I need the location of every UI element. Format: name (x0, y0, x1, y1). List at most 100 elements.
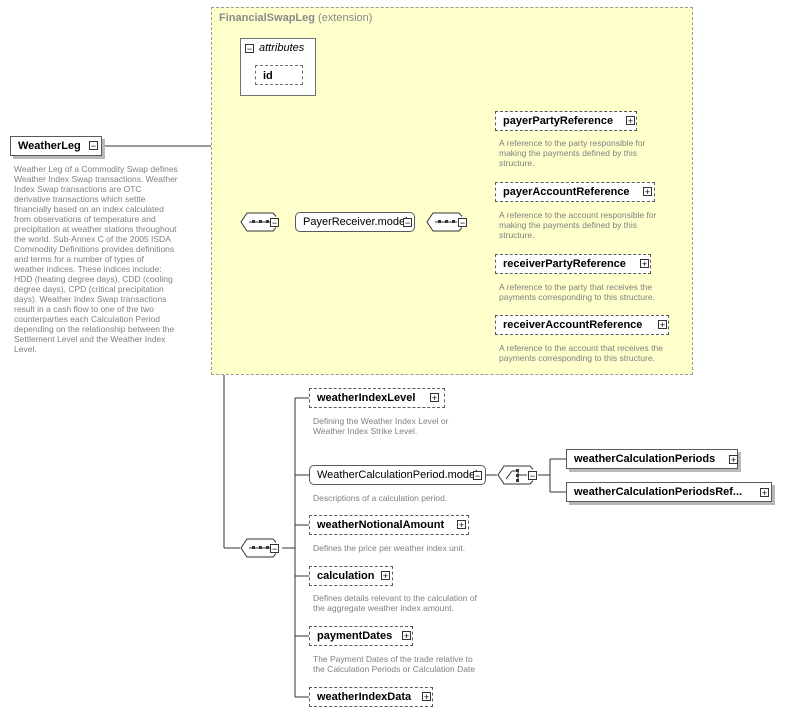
description-line: the world. Sub-Annex C of the 2005 ISDA (14, 234, 171, 244)
description-line: The Payment Dates of the trade relative … (313, 654, 473, 664)
description-line: making the payments defined by this (499, 148, 637, 158)
description-line: payments corresponding to this structure… (499, 353, 655, 363)
element-label: calculation (317, 570, 375, 582)
element-weathercalculationperiodsreference[interactable]: weatherCalculationPeriodsRef... (566, 482, 772, 502)
sequence-collapse-toggle[interactable]: − (270, 218, 279, 228)
extension-label: (extension) (318, 12, 373, 24)
element-description: The Payment Dates of the trade relative … (313, 654, 475, 674)
description-line: the aggregate weather index amount. (313, 603, 454, 613)
choice-compositor-icon[interactable] (497, 465, 533, 485)
element-weathernotionalamount[interactable]: weatherNotionalAmount (309, 515, 469, 535)
element-label: payerAccountReference (503, 186, 630, 198)
element-payerpartyreference[interactable]: payerPartyReference (495, 111, 637, 131)
element-label: payerPartyReference (503, 115, 614, 127)
group-label: WeatherCalculationPeriod.model (317, 469, 478, 481)
expand-toggle[interactable]: + (626, 116, 635, 126)
root-collapse-toggle[interactable]: − (89, 141, 98, 151)
expand-toggle[interactable]: + (381, 571, 390, 581)
element-payeraccountreference[interactable]: payerAccountReference (495, 182, 655, 202)
element-description: Descriptions of a calculation period. (313, 493, 447, 503)
element-calculation[interactable]: calculation (309, 566, 393, 586)
sequence-collapse-toggle[interactable]: − (270, 544, 279, 554)
description-line: A reference to the account responsible f… (499, 210, 657, 220)
description-line: A reference to the party that receives t… (499, 282, 653, 292)
description-line: making the payments defined by this (499, 220, 637, 230)
element-label: weatherCalculationPeriodsRef... (574, 486, 743, 498)
element-receiverpartyreference[interactable]: receiverPartyReference (495, 254, 651, 274)
root-element-weatherleg[interactable]: WeatherLeg (10, 136, 102, 156)
description-line: Weather Index Swap transactions. Weather (14, 174, 178, 184)
attribute-id[interactable]: id (255, 65, 303, 85)
element-label: weatherIndexData (317, 691, 412, 703)
attributes-collapse-toggle[interactable]: − (245, 44, 254, 54)
element-label: weatherIndexLevel (317, 392, 416, 404)
group-collapse-toggle[interactable]: − (403, 218, 412, 228)
description-line: structure. (499, 158, 535, 168)
expand-toggle[interactable]: + (430, 393, 439, 403)
description-line: degree days), CPD (critical precipitatio… (14, 284, 164, 294)
description-line: A reference to the party responsible for (499, 138, 646, 148)
sequence-compositor-icon[interactable] (240, 538, 276, 558)
sequence-compositor-icon[interactable] (426, 212, 462, 232)
description-line: Defining the Weather Index Level or (313, 416, 449, 426)
extension-title: FinancialSwapLeg (extension) (219, 12, 372, 24)
element-label: paymentDates (317, 630, 393, 642)
attributes-title: attributes (259, 42, 305, 54)
expand-toggle[interactable]: + (402, 631, 411, 641)
description-line: Defines details relevant to the calculat… (313, 593, 477, 603)
choice-collapse-toggle[interactable]: − (528, 471, 537, 481)
description-line: from observations of temperature and (14, 214, 156, 224)
element-description: A reference to the account responsible f… (499, 210, 656, 240)
element-label: receiverAccountReference (503, 319, 643, 331)
element-label: weatherCalculationPeriods (574, 453, 716, 465)
element-description: A reference to the account that receives… (499, 343, 663, 363)
description-line: Index Swap transactions are OTC (14, 184, 142, 194)
group-payerreceiver-model[interactable]: PayerReceiver.model (295, 212, 415, 232)
element-weatherindexlevel[interactable]: weatherIndexLevel (309, 388, 445, 408)
group-collapse-toggle[interactable]: − (473, 471, 482, 481)
root-element-label: WeatherLeg (18, 140, 81, 152)
description-line: Level. (14, 344, 37, 354)
element-label: weatherNotionalAmount (317, 519, 445, 531)
element-weathercalculationperiods[interactable]: weatherCalculationPeriods (566, 449, 738, 469)
expand-toggle[interactable]: + (760, 488, 769, 498)
element-receiveraccountreference[interactable]: receiverAccountReference (495, 315, 669, 335)
description-line: and terms for a number of types of (14, 254, 144, 264)
description-line: Defines the price per weather index unit… (313, 543, 466, 553)
description-line: Descriptions of a calculation period. (313, 493, 448, 503)
description-line: Settlement Level and the Weather Index (14, 334, 166, 344)
description-line: days). Weather Index Swap transactions (14, 294, 167, 304)
element-description: Defines details relevant to the calculat… (313, 593, 477, 613)
sequence-compositor-icon[interactable] (240, 212, 276, 232)
description-line: HDD (heating degree days), CDD (cooling (14, 274, 173, 284)
extension-type-name: FinancialSwapLeg (219, 12, 315, 24)
group-weathercalculationperiod-model[interactable]: WeatherCalculationPeriod.model (309, 465, 486, 485)
description-line: payments corresponding to this structure… (499, 292, 655, 302)
description-line: result in a cash flow to one of the two (14, 304, 154, 314)
description-line: Commodity Definitions provides definitio… (14, 244, 175, 254)
element-description: Defining the Weather Index Level or Weat… (313, 416, 448, 436)
description-line: precipitation at weather stations throug… (14, 224, 177, 234)
element-description: A reference to the party that receives t… (499, 282, 655, 302)
element-paymentdates[interactable]: paymentDates (309, 626, 413, 646)
description-line: financially based on an index calculated (14, 204, 164, 214)
description-line: structure. (499, 230, 535, 240)
expand-toggle[interactable]: + (457, 520, 466, 530)
element-label: receiverPartyReference (503, 258, 626, 270)
expand-toggle[interactable]: + (658, 320, 667, 330)
element-description: Defines the price per weather index unit… (313, 543, 465, 553)
expand-toggle[interactable]: + (640, 259, 649, 269)
description-line: weather indices. These indices include: (14, 264, 162, 274)
description-line: the Calculation Periods or Calculation D… (313, 664, 476, 674)
element-weatherindexdata[interactable]: weatherIndexData (309, 687, 433, 707)
description-line: derivative transactions which settle (14, 194, 146, 204)
description-line: counterparties each Calculation Period (14, 314, 161, 324)
expand-toggle[interactable]: + (643, 187, 652, 197)
description-line: Weather Index Strike Level. (313, 426, 418, 436)
expand-toggle[interactable]: + (729, 455, 738, 465)
sequence-collapse-toggle[interactable]: − (458, 218, 467, 228)
expand-toggle[interactable]: + (422, 692, 431, 702)
description-line: A reference to the account that receives… (499, 343, 663, 353)
